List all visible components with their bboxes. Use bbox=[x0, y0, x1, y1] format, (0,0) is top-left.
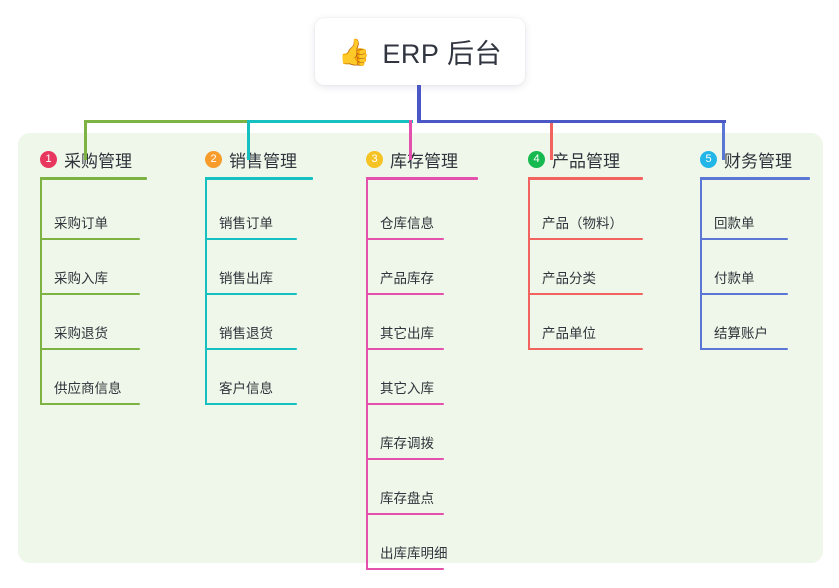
branch-number-badge: 4 bbox=[528, 151, 545, 168]
leaf-item-rule bbox=[40, 348, 140, 350]
branch-title: 财务管理 bbox=[724, 152, 792, 171]
leaf-item-label[interactable]: 销售出库 bbox=[219, 271, 273, 286]
branch-drop-3 bbox=[409, 120, 412, 160]
leaf-item-rule bbox=[528, 293, 643, 295]
branch-spine bbox=[700, 177, 702, 350]
page-title: ERP 后台 bbox=[382, 39, 502, 69]
branch-header-rule bbox=[366, 177, 478, 180]
leaf-item-label[interactable]: 仓库信息 bbox=[380, 216, 434, 231]
trunk-segment-root bbox=[417, 120, 726, 123]
branch-number-badge: 5 bbox=[700, 151, 717, 168]
leaf-item-label[interactable]: 其它入库 bbox=[380, 381, 434, 396]
root-node-content: 👍 ERP 后台 bbox=[338, 32, 502, 71]
branch-spine bbox=[366, 177, 368, 570]
leaf-item-label[interactable]: 出库库明细 bbox=[380, 546, 448, 561]
leaf-item-label[interactable]: 采购订单 bbox=[54, 216, 108, 231]
leaf-item-label[interactable]: 结算账户 bbox=[714, 326, 768, 341]
leaf-item-rule bbox=[528, 348, 643, 350]
leaf-item-label[interactable]: 回款单 bbox=[714, 216, 755, 231]
branch-header-库存管理[interactable]: 3 库存管理 bbox=[366, 147, 458, 172]
leaf-item-rule bbox=[205, 403, 297, 405]
leaf-item-rule bbox=[366, 513, 444, 515]
leaf-item-rule bbox=[205, 293, 297, 295]
leaf-item-label[interactable]: 采购入库 bbox=[54, 271, 108, 286]
leaf-item-rule bbox=[40, 403, 140, 405]
leaf-item-label[interactable]: 产品单位 bbox=[542, 326, 596, 341]
branch-header-rule bbox=[205, 177, 313, 180]
branch-header-rule bbox=[700, 177, 810, 180]
leaf-item-rule bbox=[366, 568, 444, 570]
branch-number-badge: 1 bbox=[40, 151, 57, 168]
leaf-item-label[interactable]: 采购退货 bbox=[54, 326, 108, 341]
branch-header-产品管理[interactable]: 4 产品管理 bbox=[528, 147, 620, 172]
leaf-item-label[interactable]: 销售退货 bbox=[219, 326, 273, 341]
leaf-item-rule bbox=[366, 348, 444, 350]
leaf-item-label[interactable]: 客户信息 bbox=[219, 381, 273, 396]
leaf-item-label[interactable]: 产品（物料） bbox=[542, 216, 623, 231]
leaf-item-label[interactable]: 其它出库 bbox=[380, 326, 434, 341]
branch-drop-1 bbox=[84, 120, 87, 160]
root-node[interactable]: 👍 ERP 后台 bbox=[315, 18, 525, 85]
branch-number-badge: 3 bbox=[366, 151, 383, 168]
branch-header-财务管理[interactable]: 5 财务管理 bbox=[700, 147, 792, 172]
branch-title: 销售管理 bbox=[229, 152, 297, 171]
leaf-item-label[interactable]: 库存调拨 bbox=[380, 436, 434, 451]
branch-title: 库存管理 bbox=[390, 152, 458, 171]
root-trunk-stub bbox=[417, 85, 421, 123]
branch-title: 产品管理 bbox=[552, 152, 620, 171]
branch-header-rule bbox=[528, 177, 643, 180]
leaf-item-rule bbox=[366, 293, 444, 295]
leaf-item-label[interactable]: 产品库存 bbox=[380, 271, 434, 286]
leaf-item-rule bbox=[40, 293, 140, 295]
leaf-item-rule bbox=[205, 238, 297, 240]
leaf-item-rule bbox=[528, 238, 643, 240]
leaf-item-rule bbox=[700, 238, 788, 240]
trunk-segment-1 bbox=[85, 120, 251, 123]
branch-spine bbox=[40, 177, 42, 405]
branch-drop-4 bbox=[550, 120, 553, 160]
branch-title: 采购管理 bbox=[64, 152, 132, 171]
leaf-item-rule bbox=[366, 403, 444, 405]
branch-header-销售管理[interactable]: 2 销售管理 bbox=[205, 147, 297, 172]
leaf-item-rule bbox=[700, 348, 788, 350]
thumbs-up-icon: 👍 bbox=[338, 36, 371, 67]
leaf-item-rule bbox=[366, 238, 444, 240]
branch-number-badge: 2 bbox=[205, 151, 222, 168]
leaf-item-label[interactable]: 供应商信息 bbox=[54, 381, 122, 396]
leaf-item-label[interactable]: 产品分类 bbox=[542, 271, 596, 286]
branch-spine bbox=[528, 177, 530, 350]
leaf-item-rule bbox=[366, 458, 444, 460]
branch-header-rule bbox=[40, 177, 147, 180]
branch-drop-5 bbox=[722, 120, 725, 160]
leaf-item-label[interactable]: 销售订单 bbox=[219, 216, 273, 231]
leaf-item-label[interactable]: 付款单 bbox=[714, 271, 755, 286]
trunk-segment-2 bbox=[248, 120, 413, 123]
leaf-item-rule bbox=[700, 293, 788, 295]
leaf-item-label[interactable]: 库存盘点 bbox=[380, 491, 434, 506]
leaf-item-rule bbox=[205, 348, 297, 350]
branch-drop-2 bbox=[247, 120, 250, 160]
branch-header-采购管理[interactable]: 1 采购管理 bbox=[40, 147, 132, 172]
branch-spine bbox=[205, 177, 207, 405]
leaf-item-rule bbox=[40, 238, 140, 240]
